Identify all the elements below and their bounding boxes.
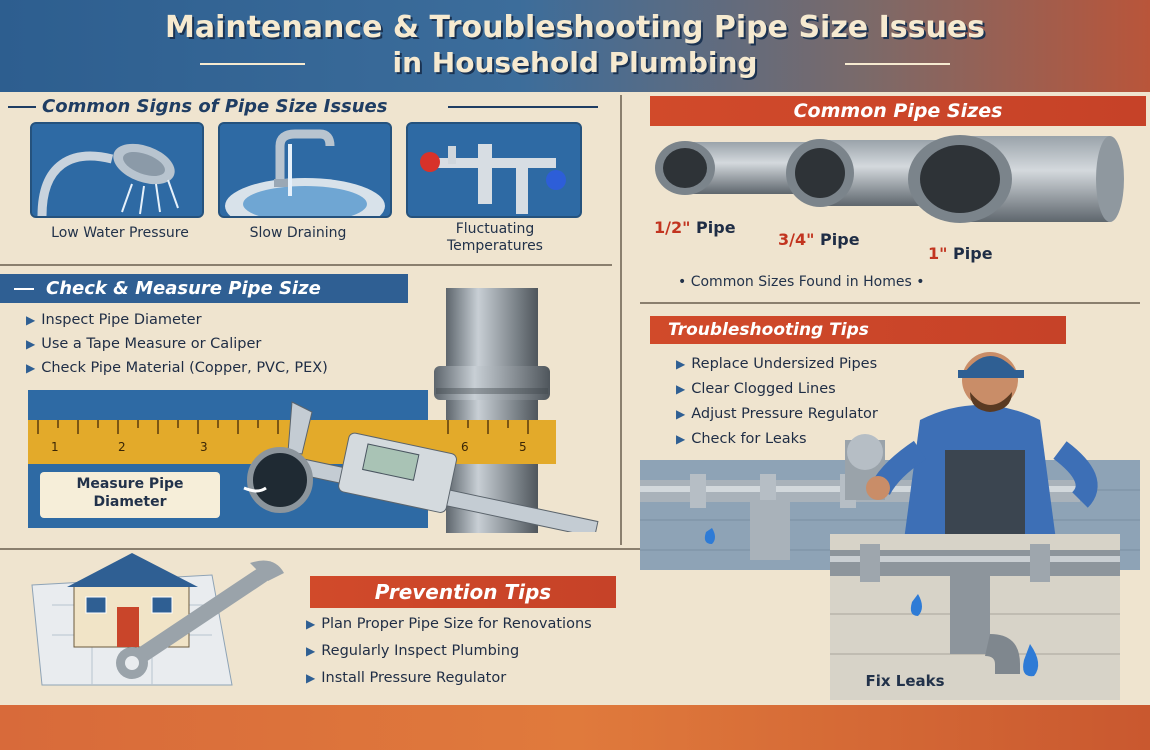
fluctuating-label-2: Temperatures [447,238,543,254]
measure-bullet-text: Inspect Pipe Diameter [41,312,202,328]
troubleshooting-heading: Troubleshooting Tips [650,316,1066,344]
arrow-bullet-icon: ▶ [26,337,36,351]
troubleshooting-bullet-2: ▶ Clear Clogged Lines [676,381,836,397]
measure-heading-text: Check & Measure Pipe Size [46,278,321,299]
measure-heading-dash [14,288,34,290]
three-quarter-word: Pipe [820,230,860,249]
half-inch-size: 1/2" [654,218,691,237]
troubleshooting-bullet-1: ▶ Replace Undersized Pipes [676,356,877,372]
measure-callout-line1: Measure Pipe [76,476,184,492]
one-inch-label: 1" Pipe [928,244,993,263]
signs-heading-rule-right [448,106,598,108]
measure-heading: Check & Measure Pipe Size [0,274,408,303]
troubleshooting-bullet-text: Replace Undersized Pipes [691,356,878,372]
hot-cold-valves-icon [408,124,580,216]
measure-bullet-text: Use a Tape Measure or Caliper [41,336,262,352]
slow-draining-label: Slow Draining [249,225,347,241]
low-pressure-card [30,122,204,218]
troubleshooting-bullet-text: Check for Leaks [691,431,807,447]
arrow-bullet-icon: ▶ [676,357,686,371]
fix-leaks-label: Fix Leaks [865,672,945,690]
slow-draining-card [218,122,392,218]
page-subtitle: in Household Plumbing [392,46,758,79]
sink-faucet-icon [220,124,390,216]
ruler-number: 6 [461,440,469,454]
common-sizes-note-text: Common Sizes Found in Homes [690,274,912,290]
measure-callout [40,472,220,518]
footer-band [0,705,1150,750]
prevention-bullet-1: ▶ Plan Proper Pipe Size for Renovations [306,616,592,632]
low-pressure-label: Low Water Pressure [51,225,189,241]
title-rule-left [200,63,305,65]
one-inch-word: Pipe [953,244,993,263]
three-quarter-size: 3/4" [778,230,815,249]
house-blueprint-icon [31,553,284,686]
plumber-figure [866,352,1098,570]
signs-heading: Common Signs of Pipe Size Issues [42,96,388,117]
prevention-bullet-text: Install Pressure Regulator [321,670,507,686]
ruler-number: 5 [519,440,527,454]
half-inch-label: 1/2" Pipe [654,218,736,237]
arrow-bullet-icon: ▶ [306,617,316,631]
measure-bullet-text: Check Pipe Material (Copper, PVC, PEX) [41,360,328,376]
measure-callout-line2: Diameter [93,494,167,510]
prevention-heading: Prevention Tips [310,576,616,608]
one-inch-pipe [908,135,1124,223]
arrow-bullet-icon: ▶ [306,671,316,685]
arrow-bullet-icon: ▶ [26,313,36,327]
caliper-icon [243,401,599,532]
arrow-bullet-icon: ▶ [676,432,686,446]
prevention-bullet-2: ▶ Regularly Inspect Plumbing [306,643,519,659]
ruler-number: 1 [51,440,59,454]
measure-bullet-1: ▶ Inspect Pipe Diameter [26,312,202,328]
title-rule-right [845,63,950,65]
pipe-sizes-heading: Common Pipe Sizes [650,96,1146,126]
shower-head-icon [32,124,202,216]
fix-leaks-illustration [830,534,1120,700]
troubleshooting-bullet-3: ▶ Adjust Pressure Regulator [676,406,878,422]
measure-bullet-2: ▶ Use a Tape Measure or Caliper [26,336,261,352]
troubleshooting-bullet-4: ▶ Check for Leaks [676,431,807,447]
header-banner [0,0,1150,92]
troubleshooting-bullet-text: Clear Clogged Lines [691,381,836,397]
measure-bullet-3: ▶ Check Pipe Material (Copper, PVC, PEX) [26,360,328,376]
ruler-number: 2 [118,440,126,454]
arrow-bullet-icon: ▶ [306,644,316,658]
arrow-bullet-icon: ▶ [26,361,36,375]
signs-heading-rule-left [8,106,36,108]
vertical-pipe-illustration [434,288,550,533]
section-divider-left [0,264,612,266]
half-inch-word: Pipe [696,218,736,237]
column-divider [620,95,622,545]
troubleshooting-bullet-text: Adjust Pressure Regulator [691,406,878,422]
sizes-divider [640,302,1140,304]
common-sizes-note: • Common Sizes Found in Homes • [678,274,925,290]
one-inch-size: 1" [928,244,948,263]
arrow-bullet-icon: ▶ [676,382,686,396]
fluctuating-temp-card [406,122,582,218]
section-divider-bottom [0,548,820,550]
prevention-bullet-text: Regularly Inspect Plumbing [321,643,520,659]
fluctuating-label-1: Fluctuating [455,221,535,237]
three-quarter-inch-label: 3/4" Pipe [778,230,860,249]
arrow-bullet-icon: ▶ [676,407,686,421]
ruler-number: 3 [200,440,208,454]
page-title: Maintenance & Troubleshooting Pipe Size … [164,10,986,45]
prevention-bullet-3: ▶ Install Pressure Regulator [306,670,506,686]
pipe-sizes-illustration [655,135,1124,223]
prevention-bullet-text: Plan Proper Pipe Size for Renovations [321,616,592,632]
